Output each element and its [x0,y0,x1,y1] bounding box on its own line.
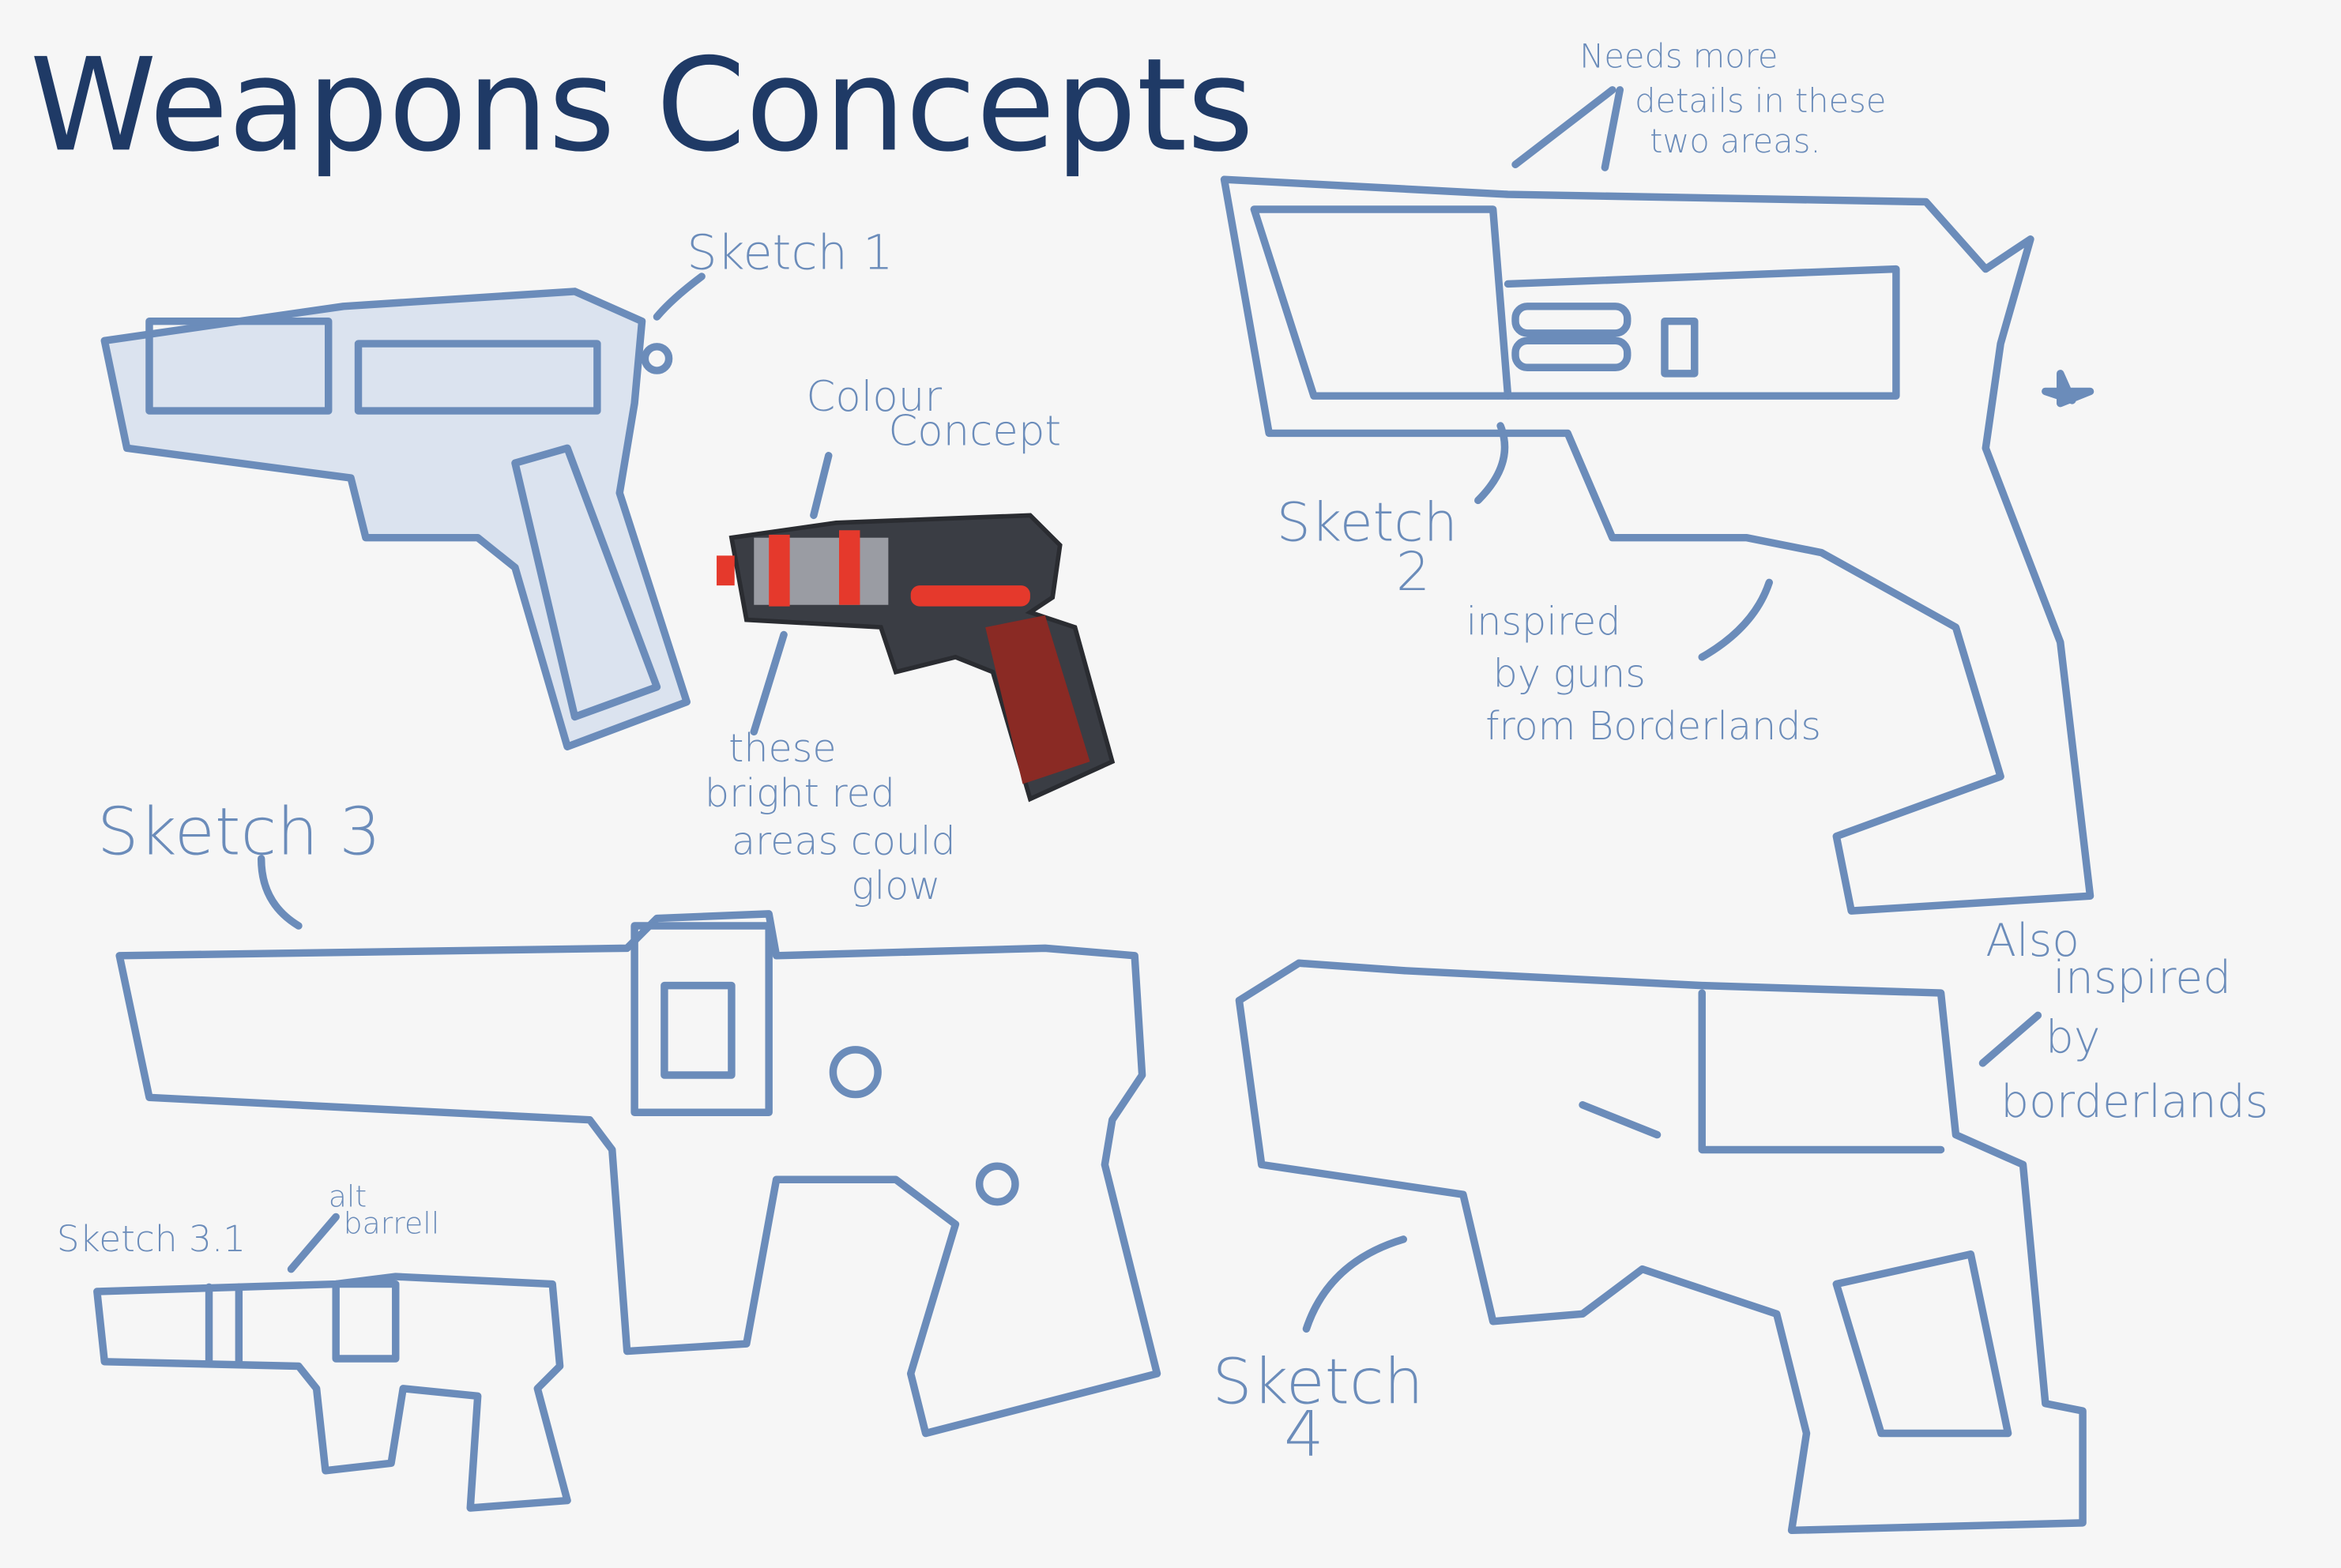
colour-concept-label: Colour [806,373,942,421]
sketch-4-number: 4 [1284,1397,1324,1471]
inspired-line-1: inspired [1466,599,1621,645]
sketch-1-gun [100,288,691,750]
glow-note-line-4: glow [851,863,940,908]
inspired-line-3: from Borderlands [1485,703,1821,749]
also-inspired-line-1: Also [1985,915,2079,967]
arrow-icon [1474,422,1509,505]
also-inspired-line-3: by [2046,1012,2101,1064]
arrow-icon [653,273,706,321]
inspired-line-2: by guns [1493,651,1646,697]
sketch-1-label: Sketch 1 [687,226,893,281]
page-title: Weapons Concepts [30,31,1254,180]
sketch-2-number: 2 [1396,541,1430,604]
sketch-3-1-gun [93,1273,571,1512]
sketch-4-gun [1235,959,2087,1535]
arrow-icon [1698,578,1773,661]
alt-barrel-line-2: barrell [344,1205,440,1240]
glow-note-line-3: areas could [732,818,956,863]
glow-note-line-1: these [728,725,836,771]
also-inspired-line-4: borderlands [2000,1076,2268,1128]
alt-barrel-line-1: alt [329,1179,367,1213]
sketch-3-label: Sketch 3 [97,793,381,870]
arrow-icon [1978,1011,2042,1067]
sketch-2-gun [1220,175,2094,915]
arrow-icon [257,855,303,930]
sketch-3-gun [115,910,1161,1438]
colour-concept-gun [717,513,1116,803]
arrow-icon [810,452,833,520]
sketch-4-label: Sketch [1212,1345,1423,1419]
arrow-icon [1511,86,1624,171]
needs-details-line-1: Needs more [1579,36,1778,75]
arrow-icon [287,1213,340,1273]
colour-concept-label-2: Concept [888,408,1061,456]
needs-details-line-2: details in these [1635,81,1886,120]
arrow-icon [1302,1235,1408,1333]
sketch-2-label: Sketch [1277,491,1458,554]
sketch-3-1-label: Sketch 3.1 [57,1218,246,1260]
also-inspired-line-2: inspired [2053,952,2231,1004]
arrow-icon [750,630,788,736]
glow-note-line-2: bright red [705,770,895,816]
needs-details-line-3: two areas. [1650,122,1820,160]
